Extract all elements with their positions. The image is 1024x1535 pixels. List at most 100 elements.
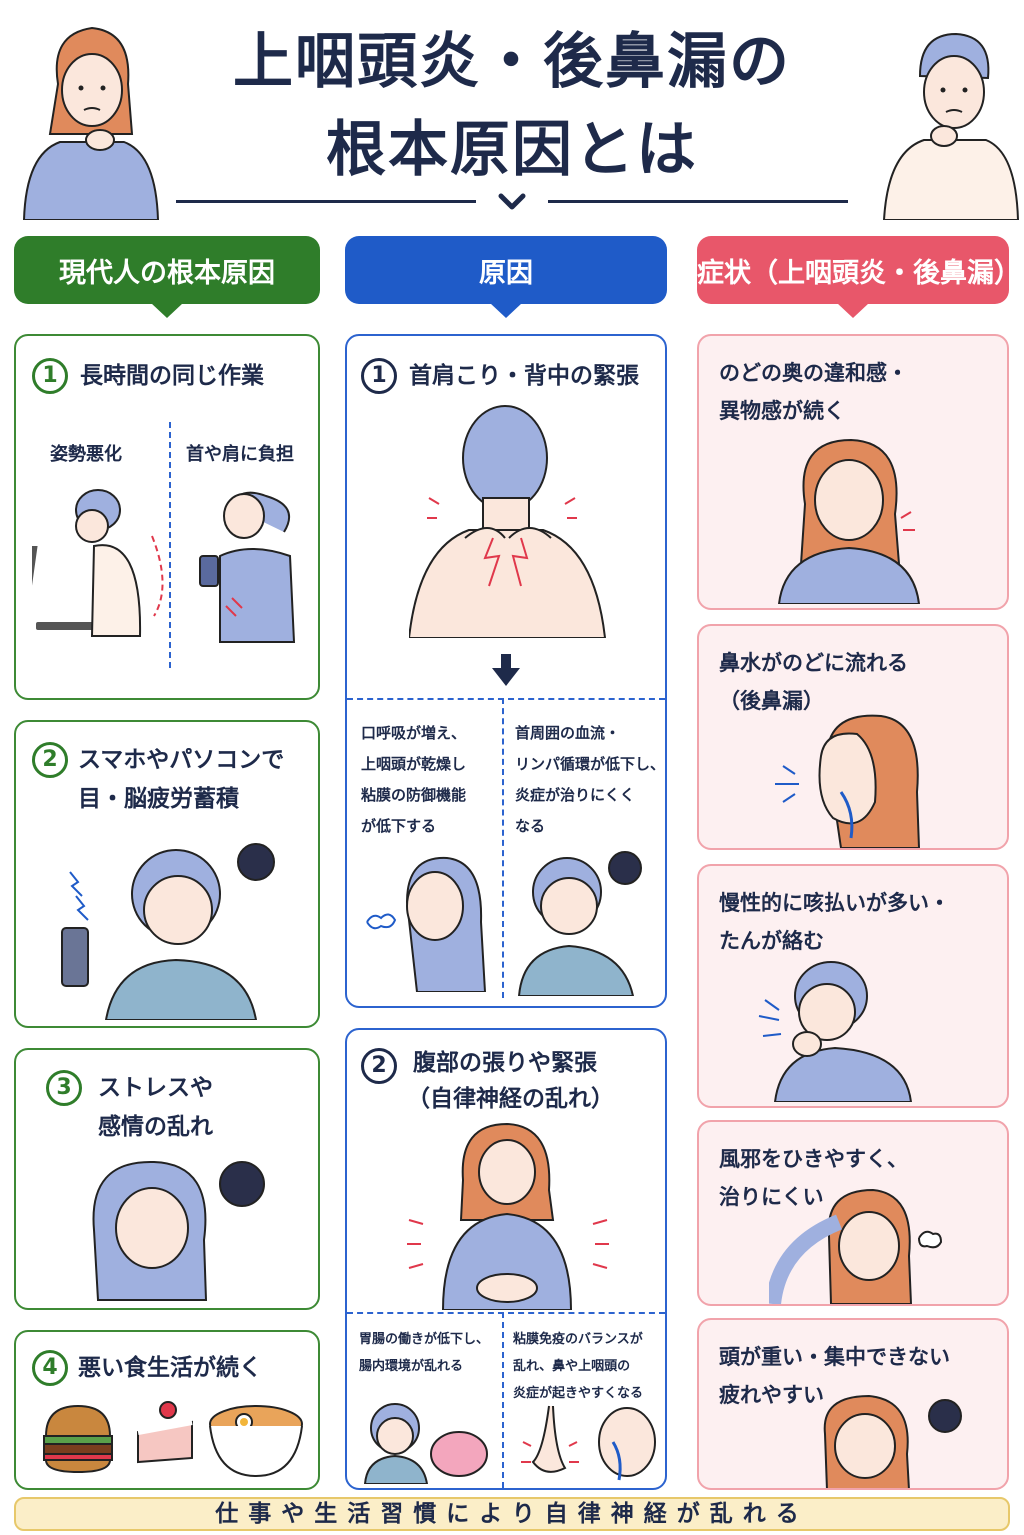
title-line-2: 根本原因とは: [326, 115, 698, 185]
note-line: 炎症が起きやすくなる: [513, 1386, 644, 1401]
chevron-down-icon: [497, 190, 527, 214]
symptom-title: のどの奥の違和感・ 異物感が続く: [719, 354, 999, 430]
symptom-title-line-1: 風邪をひきやすく、: [719, 1147, 908, 1171]
number-badge: 1: [32, 358, 68, 394]
cause-card-2: 2 腹部の張りや緊張 （自律神経の乱れ） 胃腸の働きが低下し、 腸内環境が乱れる…: [345, 1028, 667, 1490]
footer-banner: 仕事や生活習慣により自律神経が乱れる: [14, 1497, 1010, 1531]
divider: [347, 698, 665, 700]
symptom-title: 頭が重い・集中できない 疲れやすい: [719, 1338, 999, 1414]
cake-icon: [132, 1398, 198, 1468]
coughing-man-illustration: [755, 956, 915, 1102]
stressed-woman-illustration: [74, 1150, 274, 1308]
down-arrow-icon: [492, 654, 520, 688]
number-badge: 3: [46, 1070, 82, 1106]
symptom-title: 慢性的に咳払いが多い・ たんが絡む: [719, 884, 999, 960]
symptom-title-line-1: 鼻水がのどに流れる: [719, 651, 908, 675]
cause-note-right: 首周囲の血流・ リンパ循環が低下し、 炎症が治りにくく なる: [515, 718, 665, 842]
note-line: 胃腸の働きが低下し、: [359, 1332, 490, 1347]
symptom-title: 風邪をひきやすく、 治りにくい: [719, 1140, 999, 1216]
footer-text: 仕事や生活習慣により自律神経が乱れる: [215, 1501, 809, 1527]
throat-discomfort-illustration: [775, 434, 925, 604]
laptop-worker-illustration: [32, 486, 164, 646]
sub-label-posture: 姿勢悪化: [50, 444, 122, 465]
symptom-card-2: 鼻水がのどに流れる （後鼻漏）: [697, 624, 1009, 850]
divider: [169, 422, 171, 668]
root-cause-title-line-1: ストレスや: [98, 1075, 213, 1101]
symptom-title-line-2: 異物感が続く: [719, 399, 845, 423]
number-badge: 2: [32, 742, 68, 778]
column-header-symptoms: 症状（上咽頭炎・後鼻漏）: [697, 236, 1021, 318]
root-cause-card-3: 3 ストレスや 感情の乱れ: [14, 1048, 320, 1310]
symptom-title-line-1: 慢性的に咳払いが多い・: [719, 891, 950, 915]
abdominal-tension-illustration: [403, 1120, 613, 1310]
root-cause-title: 悪い食生活が続く: [78, 1355, 262, 1381]
note-line: 粘膜の防御機能: [361, 786, 467, 804]
root-cause-card-2: 2 スマホやパソコンで 目・脳疲労蓄積: [14, 720, 320, 1028]
symptom-card-4: 風邪をひきやすく、 治りにくい: [697, 1120, 1009, 1306]
note-line: 乱れ、鼻や上咽頭の: [513, 1359, 631, 1374]
column-header-symptoms-label: 症状（上咽頭炎・後鼻漏）: [697, 257, 1021, 289]
column-header-root-causes: 現代人の根本原因: [14, 236, 320, 318]
root-cause-title-line-1: スマホやパソコンで: [78, 747, 285, 773]
symptom-card-1: のどの奥の違和感・ 異物感が続く: [697, 334, 1009, 610]
title-divider-left: [176, 200, 476, 203]
number-badge: 1: [361, 358, 397, 394]
root-cause-title-line-2: 感情の乱れ: [98, 1114, 213, 1140]
heavy-head-illustration: [795, 1394, 995, 1488]
hamburger-icon: [40, 1400, 116, 1476]
worried-woman-illustration: [20, 14, 160, 220]
note-line: 腸内環境が乱れる: [359, 1359, 464, 1374]
root-cause-card-1: 1 長時間の同じ作業 姿勢悪化 首や肩に負担: [14, 334, 320, 700]
sub-label-neck-shoulder: 首や肩に負担: [186, 444, 294, 465]
column-header-causes: 原因: [345, 236, 667, 318]
divider: [502, 1312, 504, 1488]
mouth-breathing-illustration: [357, 852, 497, 992]
postnasal-drip-illustration: [771, 712, 931, 848]
page-title: 上咽頭炎・後鼻漏の 根本原因とは: [160, 18, 864, 194]
number-badge: 2: [361, 1048, 397, 1084]
divider: [502, 698, 504, 998]
worried-man-illustration: [880, 20, 1020, 220]
column-header-root-causes-label: 現代人の根本原因: [59, 257, 275, 289]
cause-title: 首肩こり・背中の緊張: [409, 363, 639, 389]
gut-brain-illustration: [361, 1398, 491, 1484]
symptom-card-3: 慢性的に咳払いが多い・ たんが絡む: [697, 864, 1009, 1108]
tired-man-illustration: [513, 846, 663, 996]
note-line: 口呼吸が増え、: [361, 724, 467, 742]
column-header-causes-label: 原因: [479, 257, 533, 289]
title-line-1: 上咽頭炎・後鼻漏の: [233, 27, 791, 97]
cause-note-left: 胃腸の働きが低下し、 腸内環境が乱れる: [359, 1326, 489, 1380]
symptom-title-line-2: （後鼻漏）: [719, 689, 824, 713]
symptom-title-line-2: 疲れやすい: [719, 1383, 824, 1407]
note-line: 炎症が治りにくく: [515, 786, 635, 804]
number-badge: 4: [32, 1350, 68, 1386]
ramen-icon: [206, 1398, 306, 1480]
symptom-title: 鼻水がのどに流れる （後鼻漏）: [719, 644, 999, 720]
symptom-title-line-1: 頭が重い・集中できない: [719, 1345, 950, 1369]
root-cause-title-line-2: 目・脳疲労蓄積: [78, 786, 239, 812]
note-line: なる: [515, 817, 546, 835]
neck-tension-illustration: [409, 398, 609, 638]
symptom-card-5: 頭が重い・集中できない 疲れやすい: [697, 1318, 1009, 1490]
nose-throat-illustration: [519, 1402, 659, 1486]
cause-title-line-1: 腹部の張りや緊張: [413, 1050, 597, 1076]
sick-woman-illustration: [769, 1186, 949, 1304]
note-line: リンパ循環が低下し、: [515, 755, 666, 773]
symptom-title-line-2: 治りにくい: [719, 1185, 824, 1209]
root-cause-card-4: 4 悪い食生活が続く: [14, 1330, 320, 1490]
eye-strain-illustration: [56, 832, 296, 1020]
symptom-title-line-2: たんが絡む: [719, 929, 824, 953]
cause-card-1: 1 首肩こり・背中の緊張 口呼吸が増え、 上咽頭が乾燥し 粘膜の防御機能 が低下…: [345, 334, 667, 1008]
note-line: 首周囲の血流・: [515, 724, 621, 742]
cause-note-right: 粘膜免疫のバランスが 乱れ、鼻や上咽頭の 炎症が起きやすくなる: [513, 1326, 643, 1407]
note-line: が低下する: [361, 817, 437, 835]
divider: [347, 1312, 665, 1314]
note-line: 上咽頭が乾燥し: [361, 755, 467, 773]
phone-user-illustration: [180, 486, 310, 646]
cause-note-left: 口呼吸が増え、 上咽頭が乾燥し 粘膜の防御機能 が低下する: [361, 718, 466, 842]
note-line: 粘膜免疫のバランスが: [513, 1332, 643, 1347]
cause-title-line-2: （自律神経の乱れ）: [407, 1086, 614, 1112]
symptom-title-line-1: のどの奥の違和感・: [719, 361, 908, 385]
root-cause-title: 長時間の同じ作業: [80, 363, 264, 389]
title-divider-right: [548, 200, 848, 203]
